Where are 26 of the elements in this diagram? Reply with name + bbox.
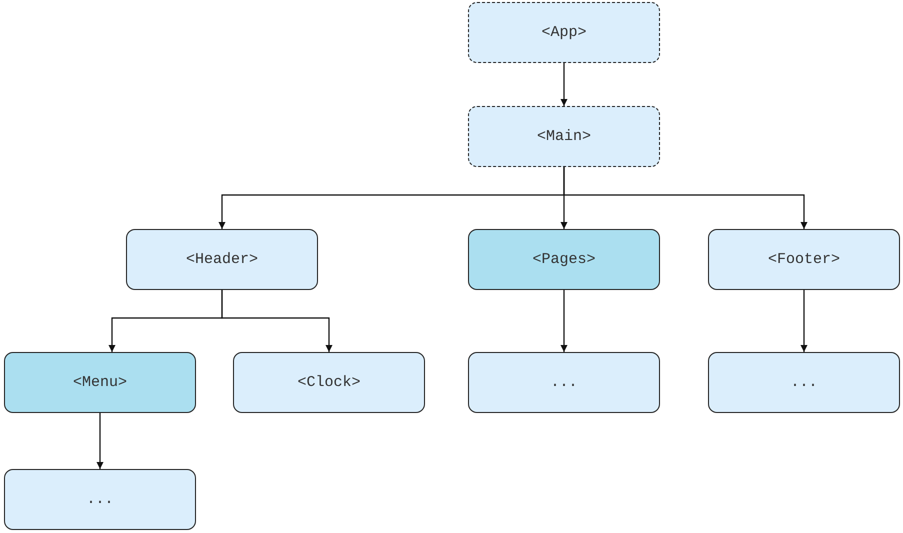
arrow <box>96 413 104 469</box>
component-box <box>4 352 196 413</box>
component-name: <Header> <box>186 251 258 268</box>
component-box <box>468 352 660 413</box>
component-name: <Clock> <box>297 374 360 391</box>
component-box <box>468 106 660 167</box>
arrow <box>563 167 808 229</box>
component-name: <Footer> <box>768 251 840 268</box>
component-name: <Main> <box>536 128 591 145</box>
component-name: <Pages> <box>532 251 596 268</box>
component-name: ... <box>86 491 114 508</box>
component-box <box>468 2 660 63</box>
component-name: ... <box>790 374 818 391</box>
component-box <box>708 229 900 290</box>
arrow <box>221 290 332 352</box>
component-box <box>708 352 900 413</box>
arrow <box>800 290 808 352</box>
arrow <box>560 290 568 352</box>
component-name: <Menu> <box>72 374 127 391</box>
component-box <box>4 469 196 530</box>
component-box <box>468 229 660 290</box>
component-box <box>126 229 318 290</box>
component-box <box>233 352 425 413</box>
component-name: ... <box>550 374 578 391</box>
arrow <box>560 63 568 106</box>
component-name: <App> <box>541 24 586 41</box>
